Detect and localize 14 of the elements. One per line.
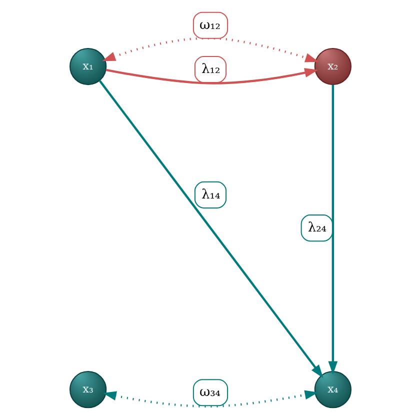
node-circle: x₂ <box>314 48 351 86</box>
edge-label: ω₃₄ <box>198 385 220 400</box>
arrow <box>102 390 318 408</box>
arrow <box>328 84 338 375</box>
edge-label: λ₂₄ <box>307 220 326 236</box>
arrow <box>98 80 323 378</box>
arrow <box>105 68 318 84</box>
node-circle: x₃ <box>69 371 106 408</box>
arrow <box>102 37 318 62</box>
node-circle: x₄ <box>314 371 351 408</box>
edge-label: λ₁₂ <box>200 62 220 77</box>
edge-label: ω₁₂ <box>198 18 220 33</box>
node-circle: x₁ <box>69 48 106 86</box>
edge-label: λ₁₄ <box>200 187 220 202</box>
